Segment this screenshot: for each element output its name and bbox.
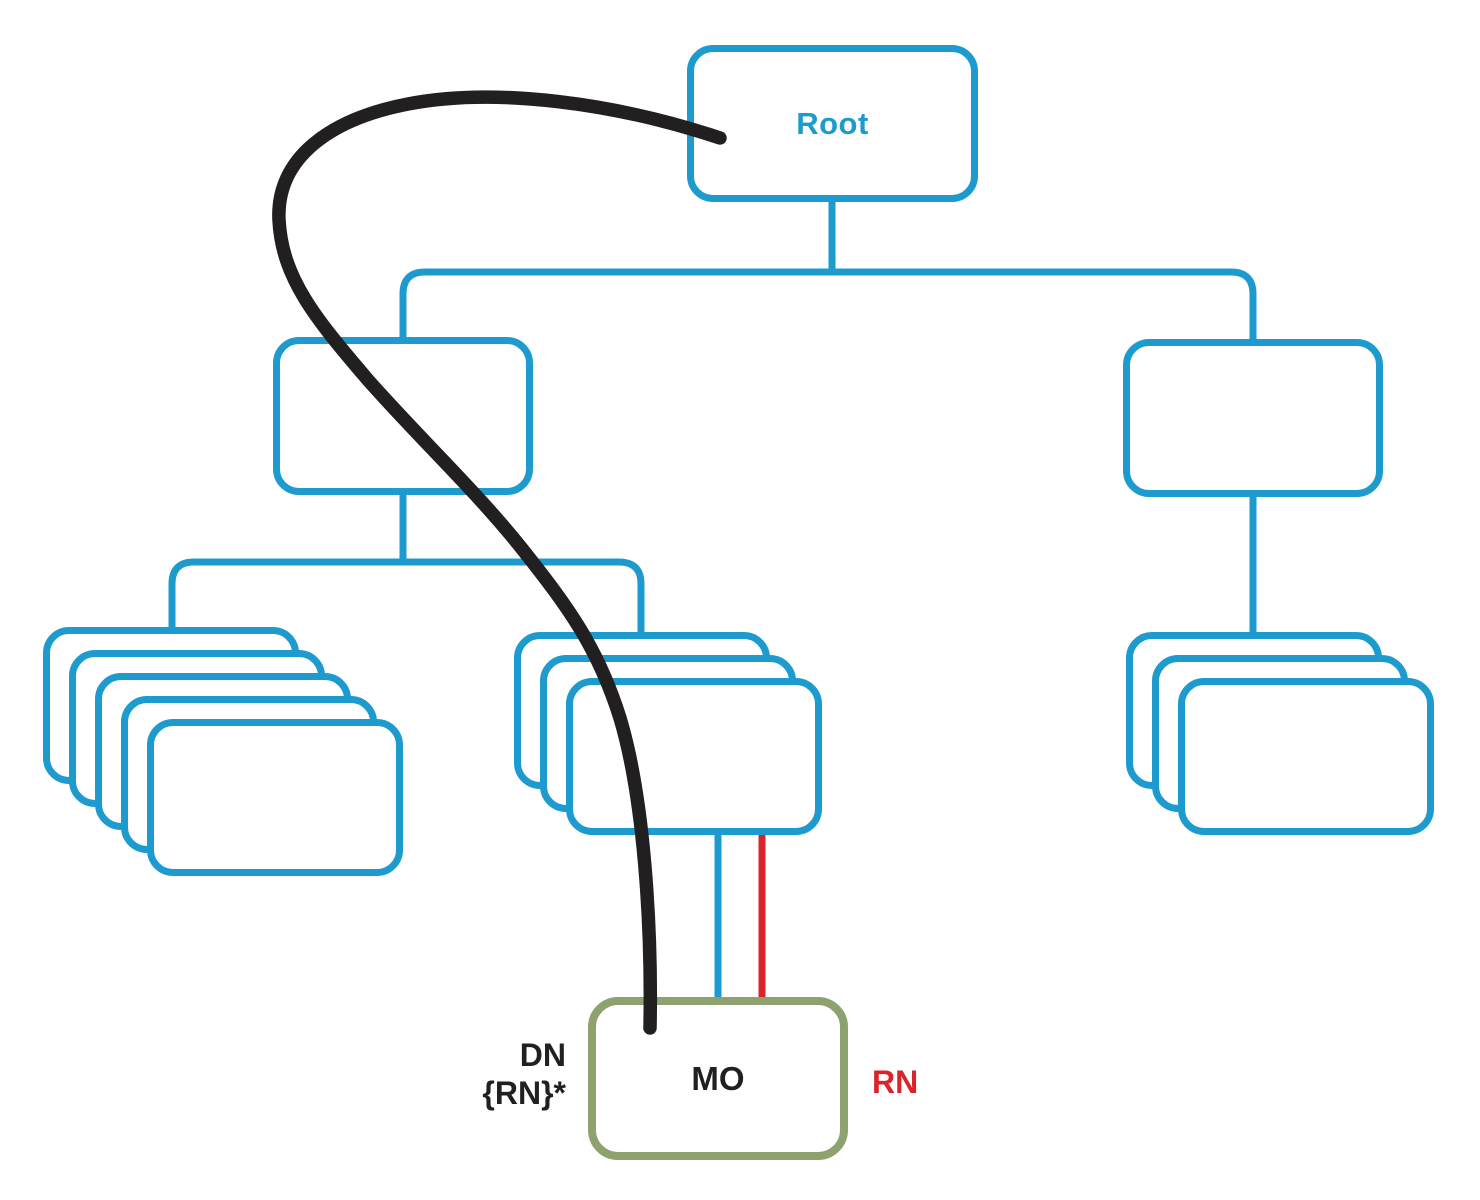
mo-node: MO <box>588 997 848 1160</box>
left-branch-connector <box>168 490 645 637</box>
dn-label-line1: DN <box>519 1037 566 1073</box>
left-child-node <box>273 337 533 495</box>
mo-label: MO <box>691 1059 745 1097</box>
root-children-connector <box>399 196 1257 344</box>
dn-label-line2: {RN}* <box>482 1075 566 1111</box>
stack-node <box>1178 678 1434 835</box>
middle-node-stack <box>514 632 824 836</box>
root-label: Root <box>796 105 869 141</box>
right-node-stack <box>1126 632 1436 836</box>
rn-label: RN <box>872 1064 919 1100</box>
stack-node <box>566 678 822 835</box>
stack-node <box>147 719 403 876</box>
dn-label: DN {RN}* <box>370 1036 566 1112</box>
right-child-node <box>1123 339 1383 497</box>
root-node: Root <box>687 45 978 202</box>
left-node-stack <box>43 627 405 877</box>
